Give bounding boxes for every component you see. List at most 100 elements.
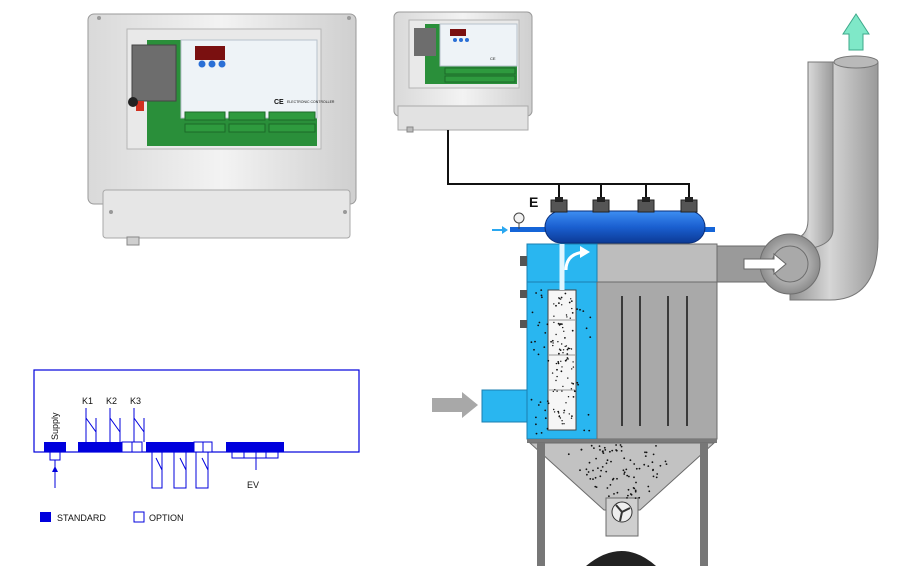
- dust-particle: [635, 467, 638, 470]
- dust-particle: [535, 292, 537, 294]
- dust-particle: [573, 390, 576, 393]
- dust-particle: [605, 470, 608, 473]
- airflow-out-arrow: [743, 252, 787, 276]
- dust-particle: [537, 404, 540, 406]
- solenoid-valve: [592, 197, 610, 213]
- fuse-knob: [128, 97, 138, 107]
- dust-particle: [570, 298, 572, 300]
- dust-particle: [592, 478, 594, 480]
- dust-particle: [611, 478, 614, 481]
- dust-particle: [556, 390, 558, 392]
- dust-particle: [560, 370, 563, 373]
- dust-particle: [655, 445, 657, 447]
- dust-particle: [603, 446, 606, 449]
- dust-particle: [615, 444, 617, 446]
- dust-particle: [546, 323, 549, 326]
- dust-particle: [561, 343, 563, 345]
- dust-particle: [546, 400, 549, 403]
- dust-particle: [558, 412, 560, 414]
- dust-particle: [585, 468, 588, 471]
- air-header-tank: E: [492, 194, 715, 244]
- dust-particle: [569, 347, 571, 350]
- dust-particle: [600, 469, 602, 472]
- dust-particle: [571, 415, 573, 417]
- dust-particle: [565, 402, 567, 404]
- dust-particle: [558, 415, 561, 417]
- dust-particle: [572, 361, 574, 363]
- pressure-gauge: [513, 212, 525, 224]
- dust-particle: [558, 348, 561, 350]
- dust-particle: [570, 300, 573, 302]
- dust-particle: [620, 450, 623, 452]
- dust-particle: [620, 445, 623, 448]
- dust-particle: [633, 463, 636, 465]
- dust-particle: [579, 308, 581, 311]
- dust-particle: [628, 475, 630, 478]
- dust-particle: [626, 497, 628, 499]
- dust-particle: [554, 389, 556, 391]
- dust-particle: [609, 450, 611, 453]
- dust-particle: [616, 477, 618, 480]
- dust-particle: [587, 413, 590, 416]
- dust-particle: [566, 316, 568, 318]
- relay-label-k1: K1: [82, 396, 93, 406]
- dust-collector: [432, 243, 718, 566]
- dust-particle: [587, 471, 590, 473]
- dust-particle: [540, 294, 543, 297]
- dust-particle: [571, 329, 574, 332]
- dust-particle: [537, 353, 540, 356]
- dust-particle: [552, 342, 554, 344]
- terminal-option: [193, 441, 204, 453]
- dust-particle: [615, 449, 617, 451]
- led-display: [195, 46, 225, 60]
- dust-particle: [627, 488, 630, 491]
- legend: STANDARD OPTION: [40, 511, 184, 523]
- dust-particle: [576, 381, 579, 384]
- dust-particle: [561, 423, 563, 425]
- dust-particle: [561, 390, 563, 392]
- dust-particle: [592, 469, 594, 472]
- dust-particle: [563, 412, 565, 414]
- dust-particle: [553, 321, 555, 324]
- dust-particle: [633, 476, 635, 479]
- dust-particle: [543, 346, 546, 348]
- dust-particle: [557, 362, 560, 365]
- dust-particle: [553, 315, 555, 317]
- dust-particle: [570, 388, 573, 390]
- dust-particle: [656, 473, 659, 475]
- dust-particle: [535, 423, 537, 426]
- dust-particle: [619, 444, 622, 446]
- dust-particle: [645, 451, 648, 454]
- dust-particle: [588, 429, 591, 432]
- dust-particle: [561, 420, 563, 422]
- dust-particle: [562, 326, 564, 329]
- dust-particle: [564, 292, 567, 295]
- dust-particle: [559, 298, 562, 300]
- dust-particle: [563, 330, 565, 332]
- dust-particle: [566, 348, 569, 351]
- dust-particle: [568, 301, 571, 304]
- dust-particle: [558, 352, 560, 355]
- dust-particle: [558, 302, 560, 304]
- dust-particle: [572, 396, 575, 398]
- dust-particle: [632, 487, 635, 489]
- dust-particle: [613, 493, 615, 495]
- dust-particle: [635, 481, 637, 484]
- dust-particle: [572, 366, 575, 368]
- dust-particle: [589, 316, 592, 319]
- wiring-schematic: Supply K1 K2 K3 EV: [33, 369, 360, 490]
- control-panel-small: CE: [393, 11, 533, 133]
- dust-particle: [608, 495, 610, 498]
- exhaust-duct: [715, 13, 879, 301]
- terminal-block-row-large: [184, 111, 316, 133]
- dust-particle: [595, 457, 597, 460]
- dust-particle: [535, 416, 537, 419]
- dust-particle: [643, 463, 646, 466]
- dust-particle: [593, 447, 595, 449]
- dust-particle: [553, 411, 556, 413]
- dust-particle: [544, 409, 547, 412]
- legend-option-swatch: [133, 511, 145, 523]
- dust-particle: [564, 337, 566, 339]
- dust-particle: [665, 463, 668, 465]
